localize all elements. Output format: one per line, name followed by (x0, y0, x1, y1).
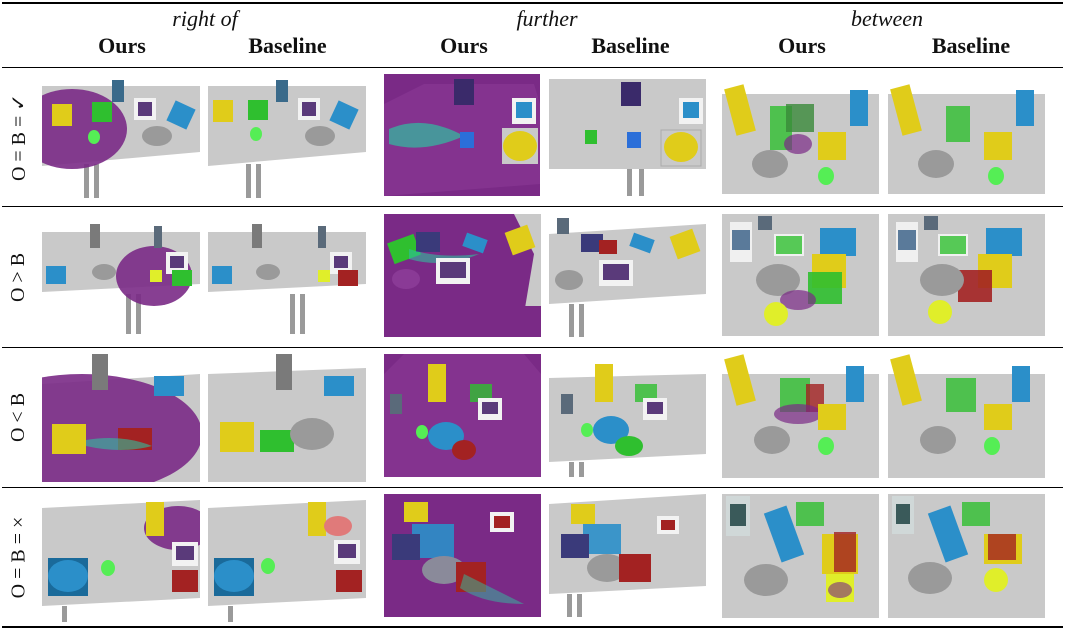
column-header-ours: Ours (778, 33, 826, 58)
row-rule-2 (2, 347, 1063, 348)
scene-image (549, 74, 706, 196)
bottom-rule (2, 626, 1063, 628)
scene-image (888, 354, 1045, 478)
scene-image (722, 354, 879, 478)
column-header-ours: Ours (98, 33, 146, 58)
column-header-ours: Ours (440, 33, 488, 58)
scene-image (208, 214, 366, 340)
header-rule (2, 67, 1063, 68)
column-header-baseline: Baseline (248, 33, 327, 58)
column-header-baseline: Baseline (931, 33, 1011, 58)
scene-image (722, 494, 879, 618)
scene-image (208, 354, 366, 482)
row-label: O < B (7, 392, 30, 443)
scene-image (208, 74, 366, 198)
scene-image (888, 214, 1045, 336)
scene-image (208, 494, 366, 622)
scene-image (384, 214, 541, 337)
scene-image (888, 74, 1045, 198)
row-rule-3 (2, 487, 1063, 488)
top-rule (2, 2, 1063, 4)
scene-image (384, 494, 541, 617)
column-header-baseline: Baseline (591, 33, 670, 58)
row-label: O = B = × (7, 516, 30, 598)
scene-image (42, 214, 200, 340)
relation-header-between: between (850, 6, 924, 31)
scene-image (888, 494, 1045, 618)
scene-image (722, 74, 879, 198)
scene-image (384, 74, 540, 196)
scene-image (722, 214, 879, 336)
scene-image (549, 354, 706, 477)
scene-image (549, 214, 706, 337)
row-rule-1 (2, 206, 1063, 207)
relation-header-right-of: right of (172, 6, 238, 31)
scene-image (549, 494, 706, 617)
scene-image (42, 74, 200, 198)
scene-image (384, 354, 541, 477)
relation-header-further: further (516, 6, 578, 31)
row-label: O = B = ✓ (8, 93, 31, 181)
row-label: O > B (7, 252, 30, 302)
scene-image (42, 494, 200, 622)
scene-image (42, 354, 200, 482)
